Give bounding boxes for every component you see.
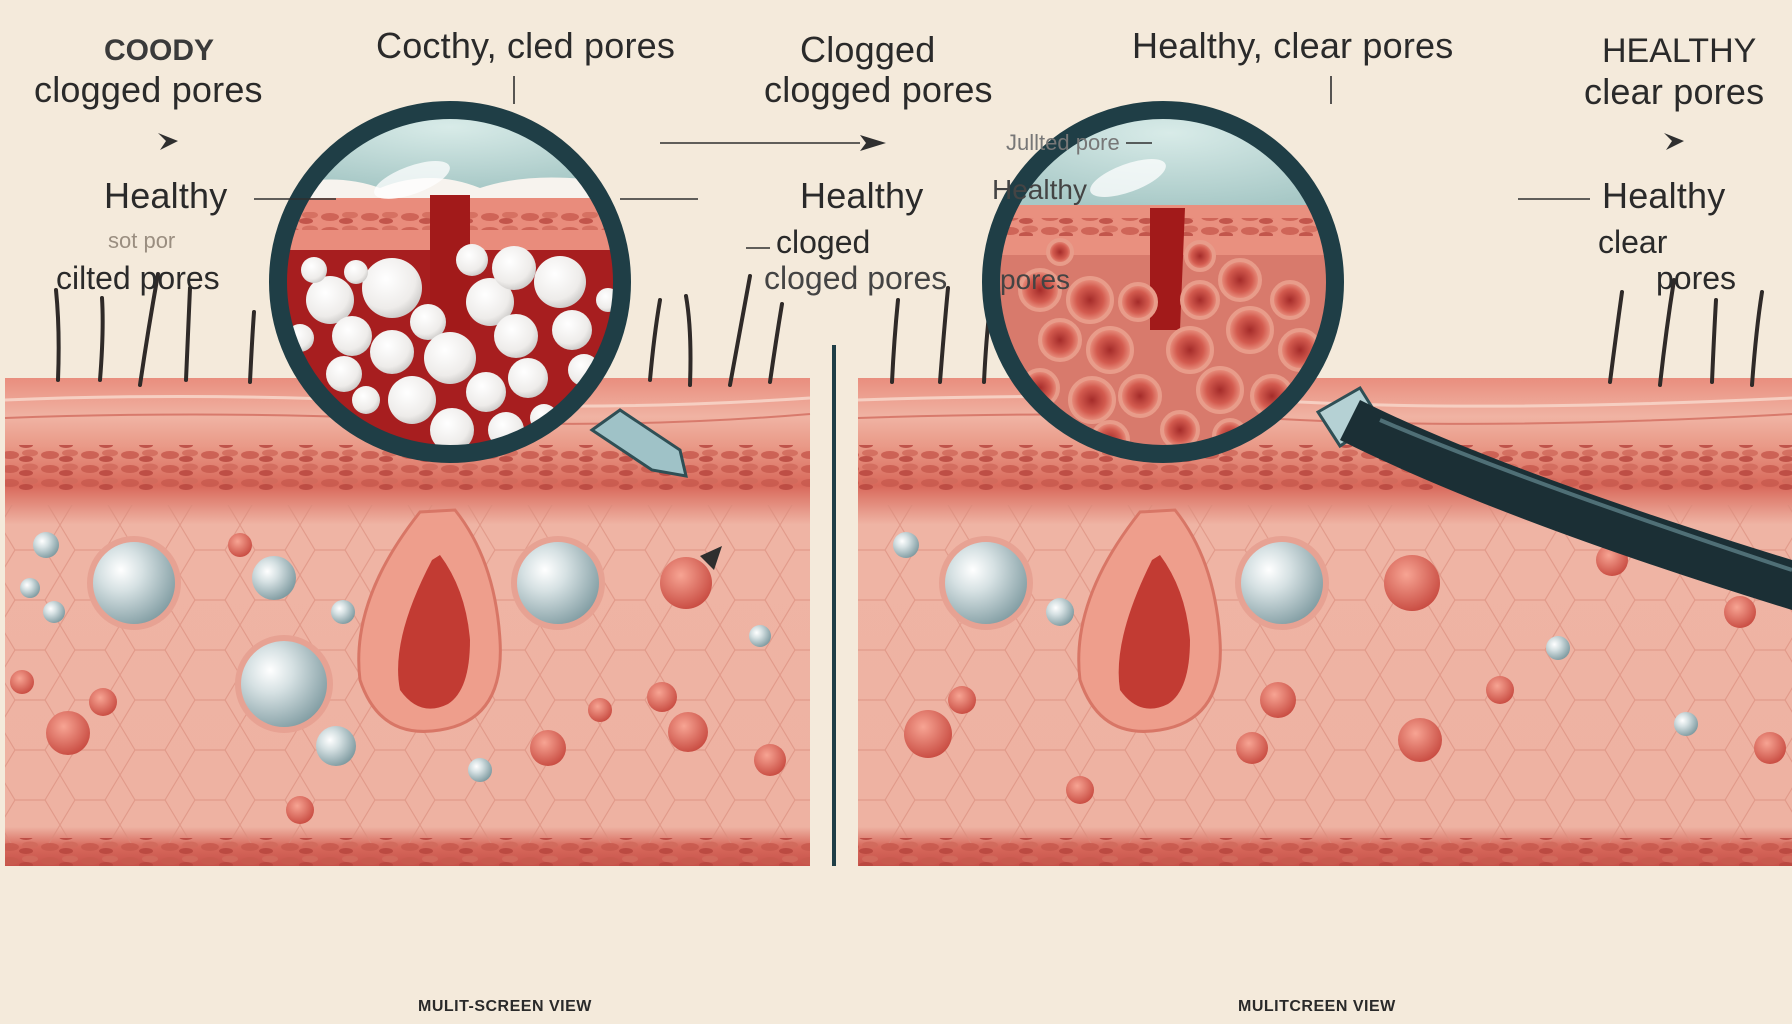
left-footer-caption: MULIT-SCREEN VIEW xyxy=(418,998,592,1015)
left-cloged-pores-label: cloged pores xyxy=(764,260,948,296)
left-right-title-line1: Clogged xyxy=(800,29,936,70)
left-healthy-label: Healthy xyxy=(104,175,228,216)
left-cloged-label: cloged xyxy=(776,224,871,260)
left-right-title-line2: clogged pores xyxy=(764,69,993,110)
right-skin-cross-section xyxy=(857,278,1792,866)
right-pores-right-label: pores xyxy=(1656,260,1737,296)
right-top-center-title: Healthy, clear pores xyxy=(1132,25,1454,66)
left-corner-title-line1: COODY xyxy=(104,34,215,67)
right-healthy-left-label: Healthy xyxy=(992,174,1087,205)
arrow-icon xyxy=(158,133,1684,151)
right-jullted-pore-label: Jullted pore xyxy=(1006,130,1120,155)
left-culted-pores-label: cilted pores xyxy=(56,260,220,296)
left-healthy-right-label: Healthy xyxy=(800,175,924,216)
right-clear-label: clear xyxy=(1598,224,1668,260)
right-corner-title-line2: clear pores xyxy=(1584,71,1765,112)
left-corner-title-line2: clogged pores xyxy=(34,69,263,110)
right-pores-left-label: pores xyxy=(1000,264,1071,295)
left-faint-label: sot por xyxy=(108,228,176,253)
right-healthy-right-label: Healthy xyxy=(1602,175,1726,216)
right-footer-caption: MULITCREEN VIEW xyxy=(1238,998,1396,1015)
left-top-center-title: Cocthy, cled pores xyxy=(376,25,676,66)
leader-lines xyxy=(254,76,1590,249)
right-corner-title-line1: HEALTHY xyxy=(1602,32,1757,70)
